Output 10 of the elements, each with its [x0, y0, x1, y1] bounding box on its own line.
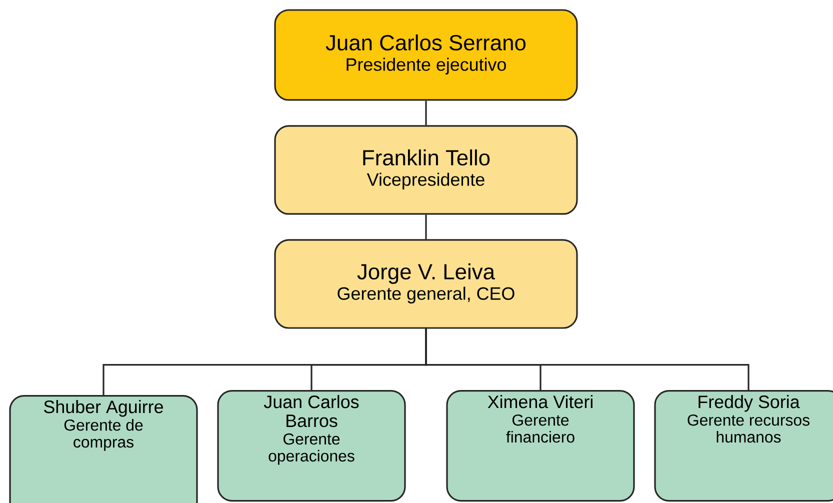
person-box: Shuber Aguirre Gerente de compras	[9, 394, 198, 503]
person-box: Juan Carlos Barros Gerente operaciones	[217, 390, 406, 502]
person-box: Jorge V. Leiva Gerente general, CEO	[274, 239, 578, 329]
person-box: Ximena Viteri Gerente financiero	[446, 390, 635, 502]
person-box: Juan Carlos Serrano Presidente ejecutivo	[274, 9, 578, 101]
connector-line	[425, 100, 427, 126]
connector-line	[425, 328, 750, 390]
connector-line	[425, 214, 427, 240]
person-box: Freddy Soria Gerente recursos humanos	[654, 390, 833, 502]
person-box: Franklin Tello Vicepresidente	[274, 125, 578, 215]
